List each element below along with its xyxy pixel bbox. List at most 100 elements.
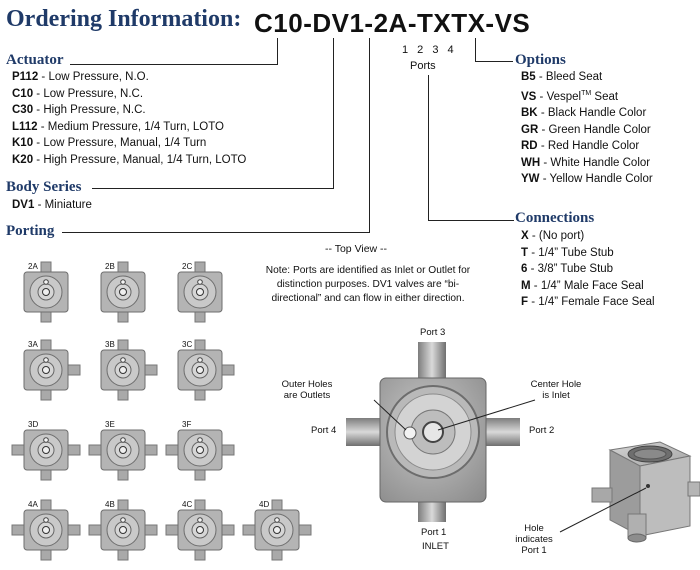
actuator-connector-v <box>277 38 279 65</box>
port1-indicator-hole <box>646 484 650 488</box>
part-number: C10-DV1-2A-TXTX-VS <box>254 8 531 38</box>
porting-config-4a: 4A <box>11 499 81 561</box>
center-hole-leader <box>437 399 536 431</box>
config-center-hole <box>119 446 127 454</box>
porting-config-3c: 3C <box>177 339 235 401</box>
actuator-item: K20 - High Pressure, Manual, 1/4 Turn, L… <box>12 153 247 166</box>
porting-config-4d: 4D <box>242 499 312 561</box>
connection-item: 6 - 3/8” Tube Stub <box>521 263 614 276</box>
option-item: WH - White Handle Color <box>521 156 651 169</box>
config-outer-hole <box>120 437 126 443</box>
outer-hole-leader <box>373 399 407 431</box>
config-center-hole <box>196 288 204 296</box>
actuator-list: P112 - Low Pressure, N.O. C10 - Low Pres… <box>12 69 246 169</box>
iso-right-tube <box>687 481 700 497</box>
config-center-hole <box>196 446 204 454</box>
config-label: 2B <box>105 262 115 271</box>
config-center-hole <box>119 288 127 296</box>
ports-connector <box>428 75 430 221</box>
actuator-item: K10 - Low Pressure, Manual, 1/4 Turn <box>12 137 207 150</box>
body-series-item: DV1 - Miniature <box>12 199 92 211</box>
config-outer-hole <box>43 517 49 523</box>
actuator-connector <box>70 64 278 66</box>
config-label: 2C <box>182 262 192 271</box>
iso-left-tube <box>591 487 613 503</box>
config-center-hole <box>119 366 127 374</box>
config-label: 4C <box>182 500 192 509</box>
config-outer-hole <box>197 517 203 523</box>
config-outer-hole <box>43 357 49 363</box>
valve-top-view-diagram <box>346 342 536 522</box>
options-list: B5 - Bleed Seat VS - VespelTM Seat BK - … <box>521 69 653 188</box>
config-outer-hole <box>197 357 203 363</box>
config-center-hole <box>42 526 50 534</box>
config-outer-hole <box>274 517 280 523</box>
porting-config-2b: 2B <box>100 261 146 323</box>
porting-connector <box>62 232 370 234</box>
options-heading: Options <box>515 52 566 68</box>
config-label: 4D <box>259 500 269 509</box>
top-view-label: -- Top View -- <box>325 243 388 255</box>
config-label: 3F <box>182 420 191 429</box>
config-outer-hole <box>43 437 49 443</box>
porting-config-3a: 3A <box>23 339 81 401</box>
ports-connector-h <box>428 220 514 222</box>
config-center-hole <box>42 366 50 374</box>
body-connector <box>92 188 334 190</box>
actuator-item: C30 - High Pressure, N.C. <box>12 104 146 117</box>
connection-item: X - (No port) <box>521 230 585 242</box>
config-center-hole <box>196 366 204 374</box>
connection-item: T - 1/4” Tube Stub <box>521 246 614 259</box>
porting-connector-v <box>369 38 371 233</box>
valve-isometric-image <box>559 441 700 543</box>
port3-label: Port 3 <box>420 327 446 338</box>
actuator-heading: Actuator <box>6 52 64 68</box>
port2-tube <box>484 418 520 446</box>
porting-config-4b: 4B <box>88 499 158 561</box>
port2-label: Port 2 <box>529 425 555 436</box>
port4-tube <box>346 418 382 446</box>
config-center-hole <box>42 288 50 296</box>
config-outer-hole <box>197 279 203 285</box>
porting-config-4c: 4C <box>165 499 235 561</box>
config-outer-hole <box>120 357 126 363</box>
option-item: B5 - Bleed Seat <box>521 71 603 83</box>
options-connector <box>475 61 513 63</box>
config-center-hole <box>42 446 50 454</box>
ports-label: Ports <box>410 60 436 72</box>
inlet-label: INLET <box>422 541 449 552</box>
config-outer-hole <box>197 437 203 443</box>
config-label: 3D <box>28 420 38 429</box>
center-hole <box>422 421 444 443</box>
config-label: 4B <box>105 500 115 509</box>
body-connector-v <box>333 38 335 189</box>
porting-config-3d: 3D <box>11 420 81 481</box>
config-outer-hole <box>120 279 126 285</box>
option-item: GR - Green Handle Color <box>521 123 651 136</box>
config-center-hole <box>196 526 204 534</box>
actuator-item: L112 - Medium Pressure, 1/4 Turn, LOTO <box>12 120 224 133</box>
iso-side-face <box>639 455 691 537</box>
actuator-item: C10 - Low Pressure, N.C. <box>12 87 144 100</box>
body-series-list: DV1 - Miniature <box>12 197 92 214</box>
config-outer-hole <box>43 279 49 285</box>
config-label: 3E <box>105 420 115 429</box>
porting-config-2c: 2C <box>177 261 223 323</box>
config-center-hole <box>273 526 281 534</box>
connection-item: F - 1/4” Female Face Seal <box>521 296 655 309</box>
config-outer-hole <box>120 517 126 523</box>
hole-indicates-label: Hole indicates Port 1 <box>515 523 553 556</box>
porting-config-2a: 2A <box>23 261 69 323</box>
porting-config-3e: 3E <box>88 420 158 481</box>
option-item: VS - VespelTM Seat <box>521 89 619 103</box>
connection-item: M - 1/4” Male Face Seal <box>521 279 644 292</box>
port3-tube <box>418 342 446 382</box>
options-connector-v <box>475 38 477 62</box>
option-item: RD - Red Handle Color <box>521 140 640 153</box>
port4-label: Port 4 <box>311 425 337 436</box>
option-item: BK - Black Handle Color <box>521 107 647 120</box>
port1-label: Port 1 <box>421 527 447 538</box>
page-title: Ordering Information: <box>6 6 242 32</box>
config-label: 3A <box>28 340 38 349</box>
